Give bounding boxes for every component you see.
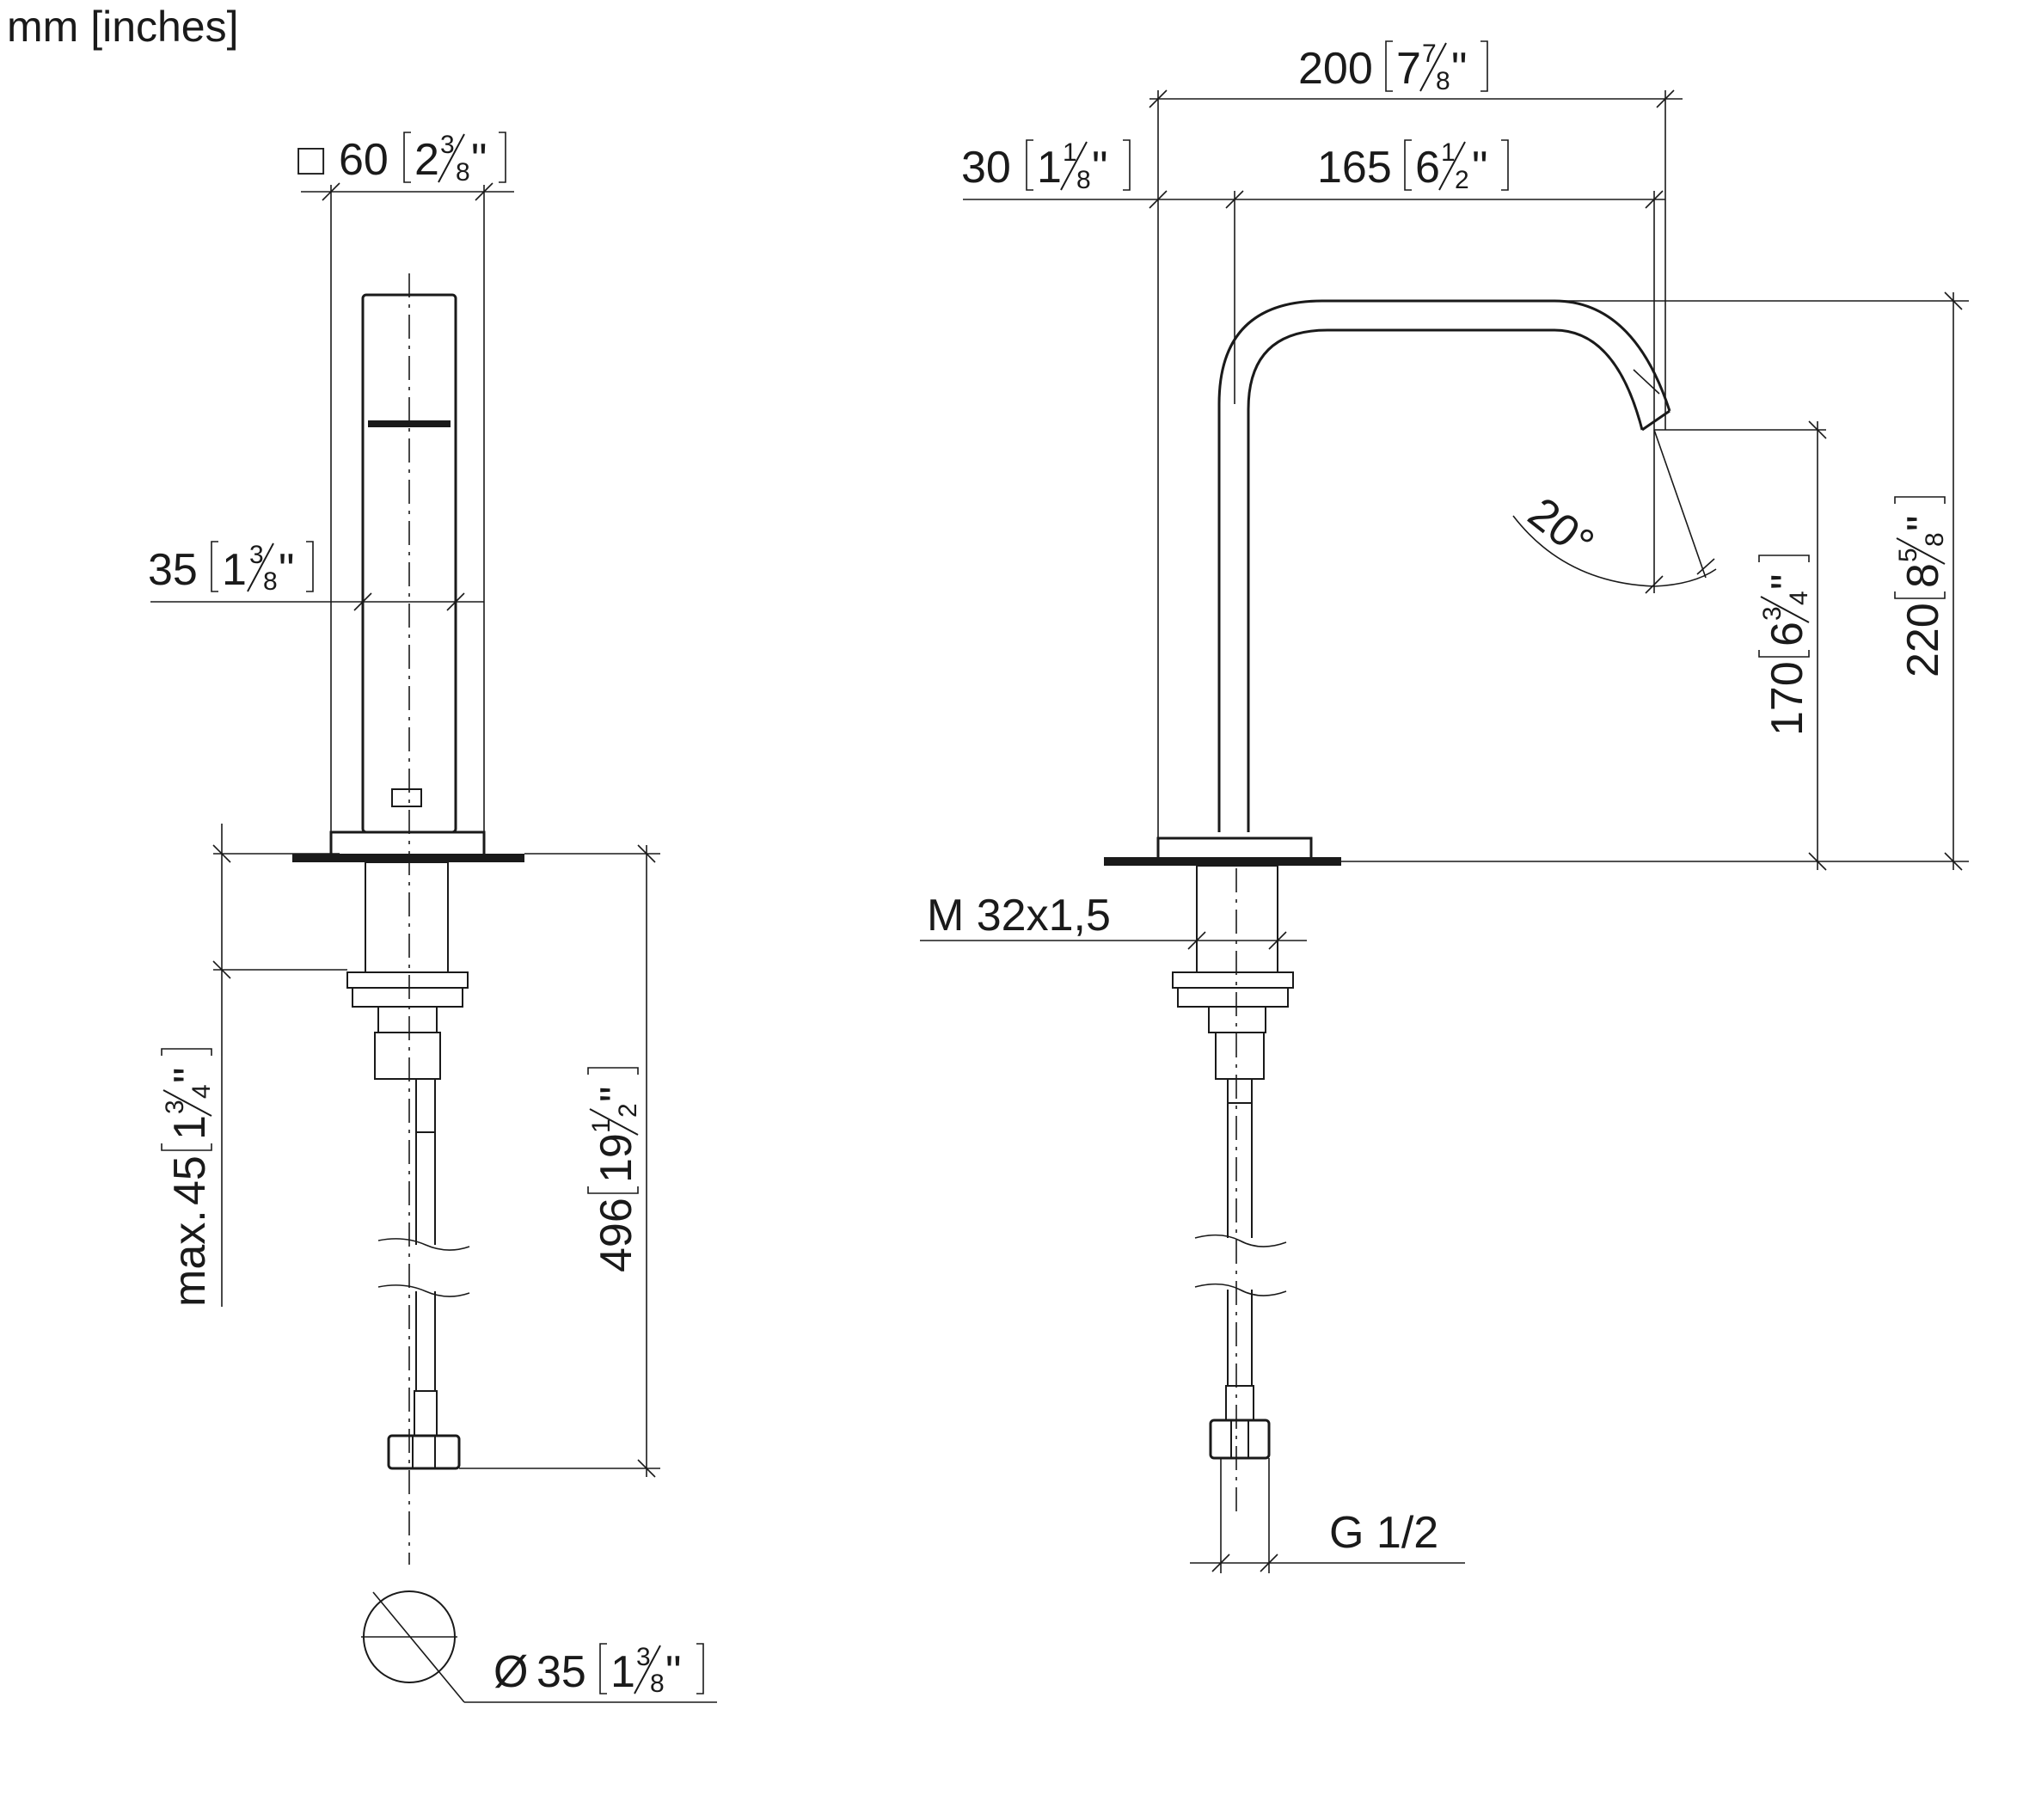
svg-text:2: 2 <box>1455 166 1469 194</box>
svg-text:2: 2 <box>614 1103 642 1118</box>
front-view: □ 60 2 3 8 " 35 1 3 8 " <box>148 131 717 1703</box>
dim-base-offset: 30 1 1 8 " <box>961 138 1665 430</box>
dim-base-offset-mm: 30 <box>961 143 1011 193</box>
dim-diameter-in-num: 3 <box>636 1643 651 1671</box>
svg-text:8: 8 <box>650 1670 665 1698</box>
dim-top-square-in-whole: 2 <box>414 135 439 185</box>
dim-hose-length-mm: 496 <box>592 1198 641 1272</box>
dim-diameter-symbol: Ø <box>493 1647 528 1697</box>
dim-outlet-height: 170 6 3 4 " <box>1341 420 1969 871</box>
dim-body-width: 35 1 3 8 " <box>148 541 484 611</box>
dim-outlet-height-mm: 170 <box>1762 661 1812 736</box>
dim-top-square-mm: 60 <box>339 135 389 185</box>
dim-spout-reach-mm: 165 <box>1317 143 1392 193</box>
svg-text:": " <box>165 1068 215 1083</box>
dim-diameter-in-whole: 1 <box>610 1647 635 1697</box>
dim-top-square-in-den: 8 <box>456 158 470 187</box>
shank-front <box>346 861 469 1080</box>
dim-hose-length-in-num: 1 <box>587 1118 616 1133</box>
dim-thread-value: M 32x1,5 <box>927 891 1111 941</box>
svg-text:": " <box>279 545 294 595</box>
dim-outlet-height-in-num: 3 <box>1758 606 1787 621</box>
svg-text:4: 4 <box>187 1084 216 1099</box>
units-label: mm [inches] <box>7 3 239 51</box>
dim-spout-reach-in-num: 1 <box>1441 138 1456 167</box>
dim-total-height: 220 8 5 8 " <box>1554 291 1969 871</box>
dim-max-thickness-in-num: 3 <box>161 1100 189 1114</box>
svg-text:": " <box>1898 516 1948 531</box>
dim-total-reach-mm: 200 <box>1298 44 1373 94</box>
dim-outlet-height-in-whole: 6 <box>1762 622 1812 646</box>
dim-connection: G 1/2 <box>1190 1458 1465 1573</box>
dim-base-offset-in-whole: 1 <box>1037 143 1062 193</box>
dim-total-height-in-num: 5 <box>1894 548 1922 562</box>
spout-side <box>1104 299 1671 866</box>
dim-hose-length: 496 19 1 2 " <box>459 844 660 1478</box>
dim-body-width-in-num: 3 <box>249 541 264 569</box>
svg-text:8: 8 <box>1921 532 1949 547</box>
dim-total-reach-in-whole: 7 <box>1396 44 1421 94</box>
dim-diameter: Ø 35 1 3 8 " <box>493 1643 704 1698</box>
dim-spout-angle-value: 20° <box>1519 488 1603 569</box>
spout-cross-section <box>361 1590 717 1703</box>
hose-side <box>1194 1103 1287 1460</box>
svg-text:": " <box>592 1087 641 1102</box>
dim-hose-length-in-whole: 19 <box>592 1133 641 1183</box>
dim-body-width-mm: 35 <box>148 545 198 595</box>
dim-max-thickness-in-whole: 1 <box>165 1115 215 1140</box>
dim-diameter-mm: 35 <box>536 1647 586 1697</box>
svg-text:": " <box>1472 143 1487 193</box>
dim-base-offset-in-num: 1 <box>1063 138 1077 167</box>
dim-body-width-in-whole: 1 <box>222 545 247 595</box>
dim-max-thickness-prefix: max. <box>165 1210 215 1307</box>
svg-text:8: 8 <box>263 567 278 596</box>
dim-spout-angle: 20° <box>1512 429 1717 594</box>
svg-text:4: 4 <box>1785 591 1813 605</box>
dim-total-reach: 200 7 7 8 " <box>1149 40 1683 838</box>
dim-spout-reach: 165 6 1 2 " <box>1317 138 1509 194</box>
side-view: 200 7 7 8 " 30 1 1 8 " 165 <box>920 40 1969 1573</box>
dim-top-square-symbol: □ <box>297 135 325 185</box>
svg-text:": " <box>1451 44 1467 94</box>
svg-text:8: 8 <box>1076 166 1091 194</box>
dim-connection-value: G 1/2 <box>1329 1508 1438 1558</box>
svg-text:8: 8 <box>1436 67 1450 95</box>
dim-total-height-mm: 220 <box>1898 603 1948 677</box>
dim-thread: M 32x1,5 <box>920 891 1307 950</box>
shank-side <box>1172 865 1294 1104</box>
dim-total-reach-in-num: 7 <box>1422 40 1437 68</box>
dim-max-thickness: max. 45 1 3 4 " <box>161 824 347 1307</box>
svg-text:": " <box>1762 574 1812 590</box>
svg-text:": " <box>665 1647 681 1697</box>
svg-text:": " <box>1092 143 1107 193</box>
dim-spout-reach-in-whole: 6 <box>1415 143 1440 193</box>
dim-max-thickness-mm: 45 <box>165 1155 215 1205</box>
dim-top-square-in-num: 3 <box>440 131 455 159</box>
faucet-body-front <box>292 293 524 862</box>
svg-text:": " <box>471 135 487 185</box>
hose-front <box>377 1078 470 1470</box>
dim-total-height-in-whole: 8 <box>1898 563 1948 588</box>
dim-top-square: □ 60 2 3 8 " <box>297 131 514 832</box>
